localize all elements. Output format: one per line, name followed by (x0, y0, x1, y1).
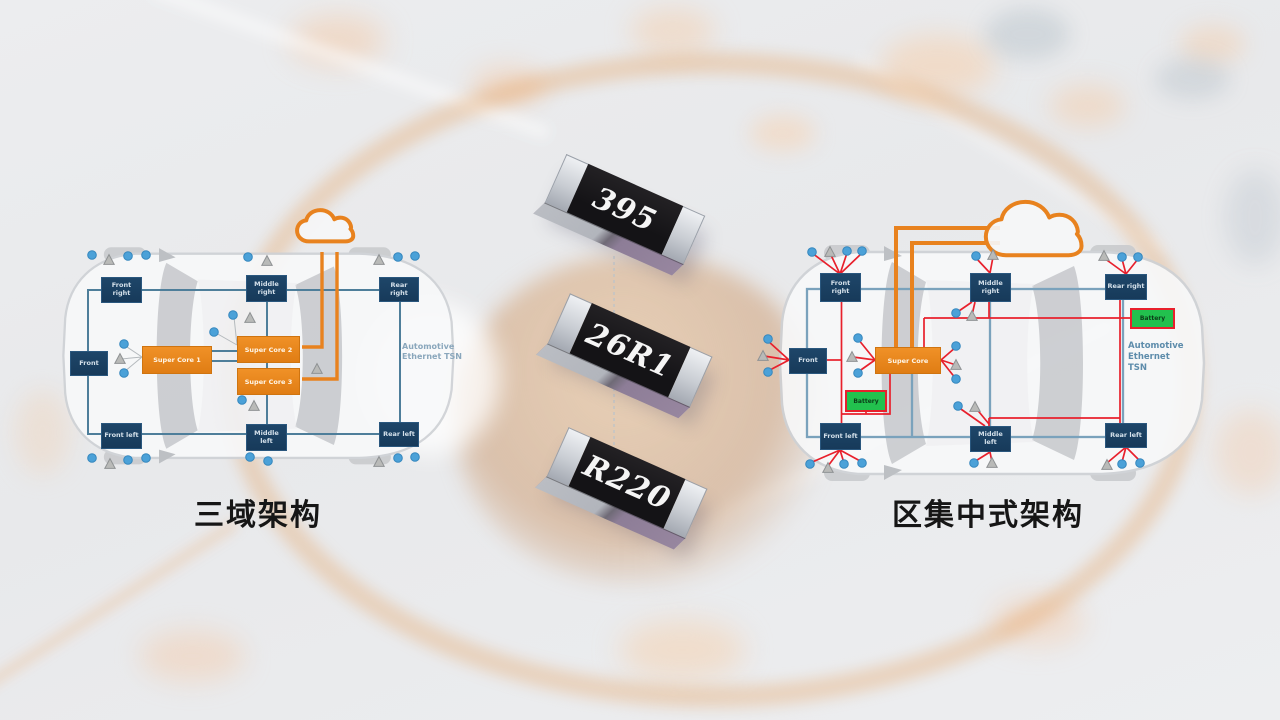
right-architecture-title: 区集中式架构 (892, 498, 1084, 533)
resistor-chip-R220: R220 (535, 427, 708, 550)
right-zone-middle-right: Middle right (970, 273, 1011, 302)
right-zone-rear-left: Rear left (1105, 423, 1147, 448)
left-super-core-2: Super Core 2 (237, 336, 300, 363)
right-super-core: Super Core (875, 347, 941, 374)
left-super-core-1: Super Core 1 (142, 346, 212, 374)
resistor-chip-26R1: 26R1 (535, 293, 713, 419)
left-super-core-3: Super Core 3 (237, 368, 300, 395)
battery-box-front: Battery (845, 390, 887, 412)
resistor-chip-395: 395 (533, 154, 706, 276)
left-zone-middle-left: Middle left (246, 424, 287, 451)
battery-box-rear: Battery (1130, 308, 1175, 329)
right-zone-front-right: Front right (820, 273, 861, 302)
cloud-icon-left (295, 209, 355, 243)
right-zone-front: Front (789, 348, 827, 374)
left-zone-front: Front (70, 351, 108, 376)
left-architecture-title: 三域架构 (194, 498, 322, 533)
right-cloud-links (894, 226, 1000, 348)
left-zone-front-right: Front right (101, 277, 142, 303)
left-zone-rear-left: Rear left (379, 422, 419, 447)
left-zone-front-left: Front left (101, 423, 142, 449)
left-network-label: Automotive Ethernet TSN (402, 342, 462, 362)
left-zone-rear-right: Rear right (379, 277, 419, 302)
left-sensor-fan-lines (120, 316, 238, 373)
right-power-and-data-lines (763, 252, 1141, 467)
right-network-label: Automotive Ethernet TSN (1128, 341, 1184, 374)
cloud-icon-right (984, 199, 1084, 258)
left-cloud-links (302, 252, 339, 381)
right-zone-rear-right: Rear right (1105, 274, 1147, 300)
left-zone-middle-right: Middle right (246, 275, 287, 302)
right-zone-middle-left: Middle left (970, 426, 1011, 452)
right-zone-front-left: Front left (820, 423, 861, 450)
